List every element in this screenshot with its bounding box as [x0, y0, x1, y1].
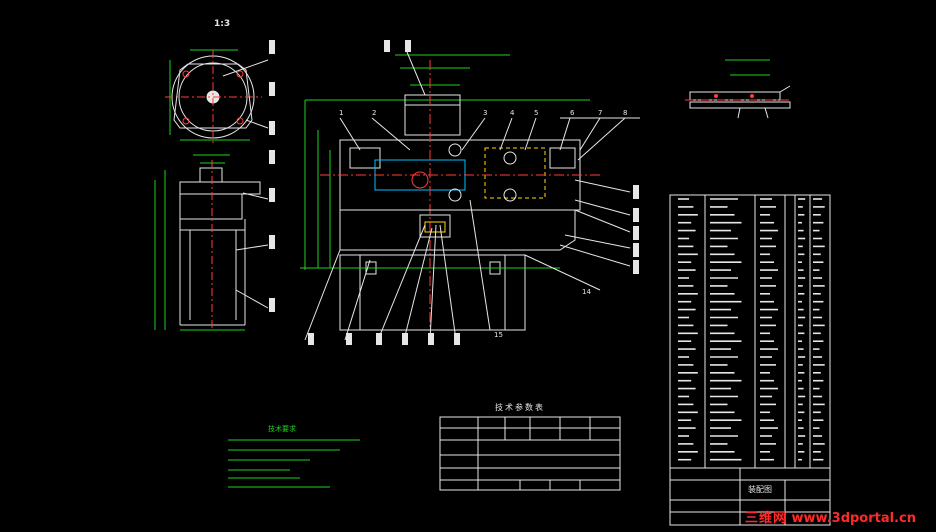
- watermark-en: www.3dportal.cn: [791, 511, 916, 526]
- leader-number-14: 14: [582, 288, 591, 296]
- watermark: 三维网 www.3dportal.cn: [745, 507, 916, 526]
- parts-list-rows: [678, 198, 825, 461]
- detail-view: [685, 59, 791, 119]
- leader-number-2: 2: [372, 109, 377, 117]
- watermark-cn: 三维网: [744, 511, 787, 526]
- leader-number-9: 9: [633, 185, 638, 193]
- leader-number-8: 8: [623, 109, 628, 117]
- parts-list-table: [669, 194, 831, 526]
- scale-label: 1:3: [214, 19, 231, 29]
- leader-number-7: 7: [598, 109, 603, 117]
- parameter-table: [439, 416, 621, 491]
- technical-notes: [228, 439, 360, 488]
- notes-title: 技术要求: [268, 425, 296, 433]
- leader-number-15: 15: [494, 331, 503, 339]
- leader-number-6: 6: [570, 109, 575, 117]
- params-title: 技术参数表: [495, 403, 545, 412]
- leader-number-5: 5: [534, 109, 539, 117]
- title-block-title: 装配图: [748, 485, 772, 494]
- leader-number-4: 4: [510, 109, 515, 117]
- flange-top-view: [165, 40, 275, 145]
- motor-side-view: [154, 139, 275, 331]
- main-assembly-section: [300, 40, 640, 345]
- leader-number-3: 3: [483, 109, 488, 117]
- leader-number-1: 1: [339, 109, 344, 117]
